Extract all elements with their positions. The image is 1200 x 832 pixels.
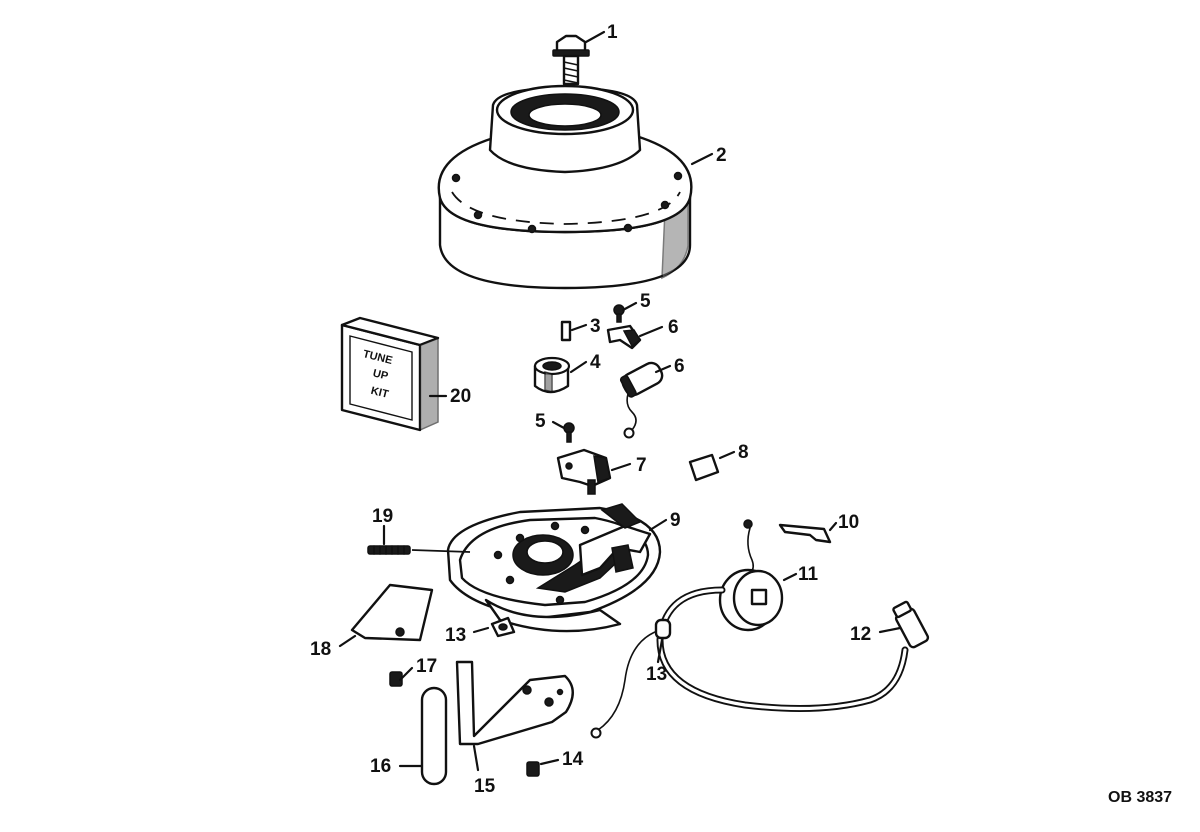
grommet-part-13-lead xyxy=(654,618,672,640)
callout-6-condenser: 6 xyxy=(674,356,685,377)
callout-4: 4 xyxy=(590,352,601,373)
ignition-coil-part-11 xyxy=(718,519,784,632)
key-part-3 xyxy=(560,320,572,342)
grommet-part-13-plate xyxy=(490,616,516,638)
screw-part-14 xyxy=(526,761,540,777)
callout-17: 17 xyxy=(416,656,437,677)
callout-9: 9 xyxy=(670,510,681,531)
bracket-part-15 xyxy=(455,660,574,746)
callout-13-plate: 13 xyxy=(445,625,466,646)
cam-part-4 xyxy=(533,356,571,394)
callout-10: 10 xyxy=(838,512,859,533)
tube-part-16 xyxy=(420,686,448,786)
callout-16: 16 xyxy=(370,756,391,777)
callout-7: 7 xyxy=(636,455,647,476)
kit-label-line-3: KIT xyxy=(370,385,390,401)
clip-part-10 xyxy=(778,523,832,544)
clamp-part-6 xyxy=(606,324,642,350)
callout-20: 20 xyxy=(450,386,471,407)
callout-8: 8 xyxy=(738,442,749,463)
callout-6-clamp: 6 xyxy=(668,317,679,338)
callout-13-lead: 13 xyxy=(646,664,667,685)
kit-label-line-2: UP xyxy=(372,367,390,382)
callout-5-upper: 5 xyxy=(640,291,651,312)
callout-3: 3 xyxy=(590,316,601,337)
screw-part-5-lower xyxy=(563,422,575,443)
callout-11: 11 xyxy=(798,564,819,585)
drawing-code: OB 3837 xyxy=(1108,789,1172,806)
leader-lines xyxy=(338,30,902,772)
bolt-part-1 xyxy=(552,34,590,86)
callout-5-lower: 5 xyxy=(535,411,546,432)
callout-labels: 1 2 3 4 5 5 6 6 7 8 9 10 11 12 13 13 14 … xyxy=(310,22,871,797)
felt-part-8 xyxy=(688,453,720,482)
callout-19: 19 xyxy=(372,506,393,527)
condenser-part-6 xyxy=(619,361,664,439)
callout-2: 2 xyxy=(716,145,727,166)
callout-12: 12 xyxy=(850,624,871,645)
spark-plug-lead-part-12 xyxy=(590,586,930,739)
flywheel-part-2 xyxy=(437,84,693,290)
cover-plate-part-18 xyxy=(350,583,434,642)
callout-1: 1 xyxy=(607,22,618,43)
spring-part-19 xyxy=(367,545,471,555)
tune-up-kit-part-20: TUNE UP KIT xyxy=(340,316,440,432)
callout-18: 18 xyxy=(310,639,331,660)
callout-14: 14 xyxy=(562,749,584,770)
callout-15: 15 xyxy=(474,776,496,797)
breaker-points-part-7 xyxy=(556,448,612,495)
stator-plate-part-9 xyxy=(446,503,662,633)
screw-part-5-upper xyxy=(613,304,625,323)
